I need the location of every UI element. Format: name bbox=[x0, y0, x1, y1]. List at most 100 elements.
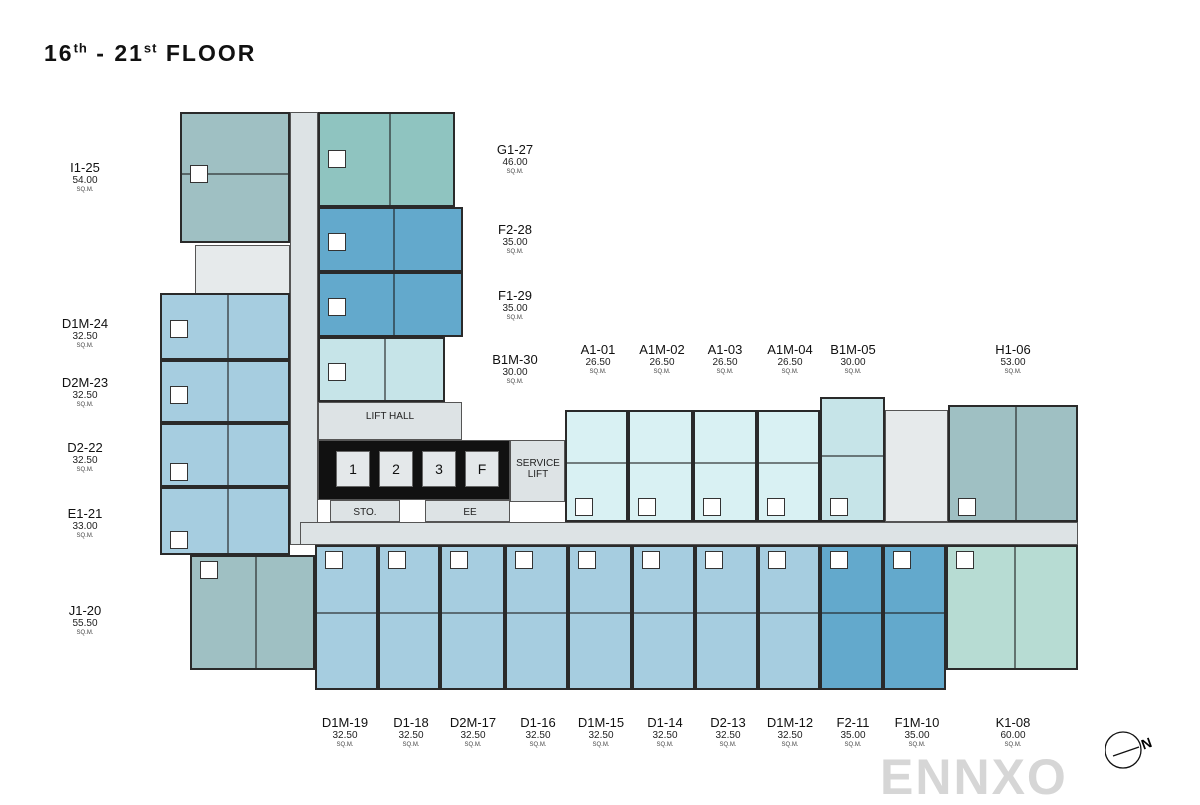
unit-measure: SQ.M. bbox=[76, 533, 94, 539]
unit-id: A1M-02 bbox=[639, 342, 685, 357]
bathroom-icon bbox=[328, 363, 346, 382]
room-partition bbox=[380, 612, 438, 615]
unit-area: 32.50 bbox=[588, 730, 614, 741]
unit-a1-03[interactable] bbox=[693, 410, 757, 522]
unit-d2m-23[interactable] bbox=[160, 360, 290, 423]
unit-d2-13[interactable] bbox=[695, 545, 758, 690]
unit-d1-16[interactable] bbox=[505, 545, 568, 690]
room-partition bbox=[822, 612, 881, 615]
unit-d1m-15[interactable] bbox=[568, 545, 632, 690]
unit-id: D1M-15 bbox=[577, 715, 625, 730]
unit-measure: SQ.M. bbox=[76, 187, 94, 193]
unit-i1-25[interactable] bbox=[180, 112, 290, 243]
unit-area: 32.50 bbox=[715, 730, 741, 741]
unit-measure: SQ.M. bbox=[76, 630, 94, 636]
room-partition bbox=[182, 172, 288, 175]
unit-area: 32.50 bbox=[72, 455, 98, 466]
room-partition bbox=[317, 612, 376, 615]
north-arrow-icon: N bbox=[1105, 731, 1154, 769]
unit-f2-28[interactable] bbox=[318, 207, 463, 272]
room-partition bbox=[227, 295, 229, 358]
unit-d1m-12[interactable] bbox=[758, 545, 820, 690]
unit-k1-08[interactable] bbox=[946, 545, 1078, 670]
unit-area: 35.00 bbox=[502, 303, 528, 314]
room-partition bbox=[442, 612, 503, 615]
unit-measure: SQ.M. bbox=[719, 742, 737, 748]
unit-j1-20[interactable] bbox=[190, 555, 315, 670]
unit-a1m-02[interactable] bbox=[628, 410, 693, 522]
bathroom-icon bbox=[956, 551, 974, 569]
corridor-vertical bbox=[290, 112, 318, 545]
bathroom-icon bbox=[170, 385, 188, 404]
room-partition bbox=[570, 612, 630, 615]
unit-id: E1-21 bbox=[67, 506, 103, 521]
bathroom-icon bbox=[642, 551, 660, 569]
unit-id: K1-08 bbox=[995, 715, 1031, 730]
unit-f1m-10[interactable] bbox=[883, 545, 946, 690]
unit-measure: SQ.M. bbox=[656, 742, 674, 748]
unit-d1m-24[interactable] bbox=[160, 293, 290, 360]
room-partition bbox=[388, 114, 391, 205]
unit-area: 35.00 bbox=[840, 730, 866, 741]
unit-d2-22[interactable] bbox=[160, 423, 290, 487]
room-partition bbox=[634, 612, 693, 615]
unit-d2m-17[interactable] bbox=[440, 545, 505, 690]
room-partition bbox=[227, 489, 229, 553]
unit-measure: SQ.M. bbox=[781, 369, 799, 375]
service-lift-label: SERVICE LIFT bbox=[516, 458, 560, 480]
bathroom-icon bbox=[705, 551, 723, 569]
unit-area: 30.00 bbox=[840, 357, 866, 368]
room-partition bbox=[1014, 547, 1016, 668]
bathroom-icon bbox=[170, 463, 188, 481]
bathroom-icon bbox=[325, 551, 343, 569]
unit-id: D1-18 bbox=[393, 715, 429, 730]
room-partition bbox=[227, 425, 229, 485]
unit-d1-18[interactable] bbox=[378, 545, 440, 690]
unit-d1-14[interactable] bbox=[632, 545, 695, 690]
unit-f1-29[interactable] bbox=[318, 272, 463, 337]
unit-measure: SQ.M. bbox=[844, 742, 862, 748]
unit-id: D1-14 bbox=[647, 715, 683, 730]
unit-e1-21[interactable] bbox=[160, 487, 290, 555]
room-partition bbox=[1015, 407, 1017, 520]
unit-h1-06[interactable] bbox=[948, 405, 1078, 522]
stair-north bbox=[195, 245, 290, 295]
room-partition bbox=[759, 462, 818, 465]
unit-area: 26.50 bbox=[777, 357, 803, 368]
unit-measure: SQ.M. bbox=[76, 402, 94, 408]
unit-id: F1M-10 bbox=[894, 715, 940, 730]
unit-area: 32.50 bbox=[398, 730, 424, 741]
room-partition bbox=[760, 612, 818, 615]
unit-d1m-19[interactable] bbox=[315, 545, 378, 690]
unit-f2-11[interactable] bbox=[820, 545, 883, 690]
unit-b1m-05[interactable] bbox=[820, 397, 885, 522]
unit-b1m-30[interactable] bbox=[318, 337, 445, 402]
bathroom-icon bbox=[830, 498, 848, 516]
bathroom-icon bbox=[638, 498, 656, 516]
room-partition bbox=[392, 209, 395, 270]
ee-room bbox=[425, 500, 510, 522]
unit-area: 32.50 bbox=[460, 730, 486, 741]
lift-hall-label: LIFT HALL bbox=[365, 411, 415, 422]
unit-a1m-04[interactable] bbox=[757, 410, 820, 522]
unit-g1-27[interactable] bbox=[318, 112, 455, 207]
ee-label: EE bbox=[463, 507, 477, 518]
storage-label: STO. bbox=[353, 507, 377, 518]
unit-a1-01[interactable] bbox=[565, 410, 628, 522]
room-partition bbox=[567, 462, 626, 465]
bathroom-icon bbox=[893, 551, 911, 569]
unit-area: 26.50 bbox=[649, 357, 675, 368]
unit-area: 35.00 bbox=[502, 237, 528, 248]
bathroom-icon bbox=[703, 498, 721, 516]
unit-measure: SQ.M. bbox=[716, 369, 734, 375]
